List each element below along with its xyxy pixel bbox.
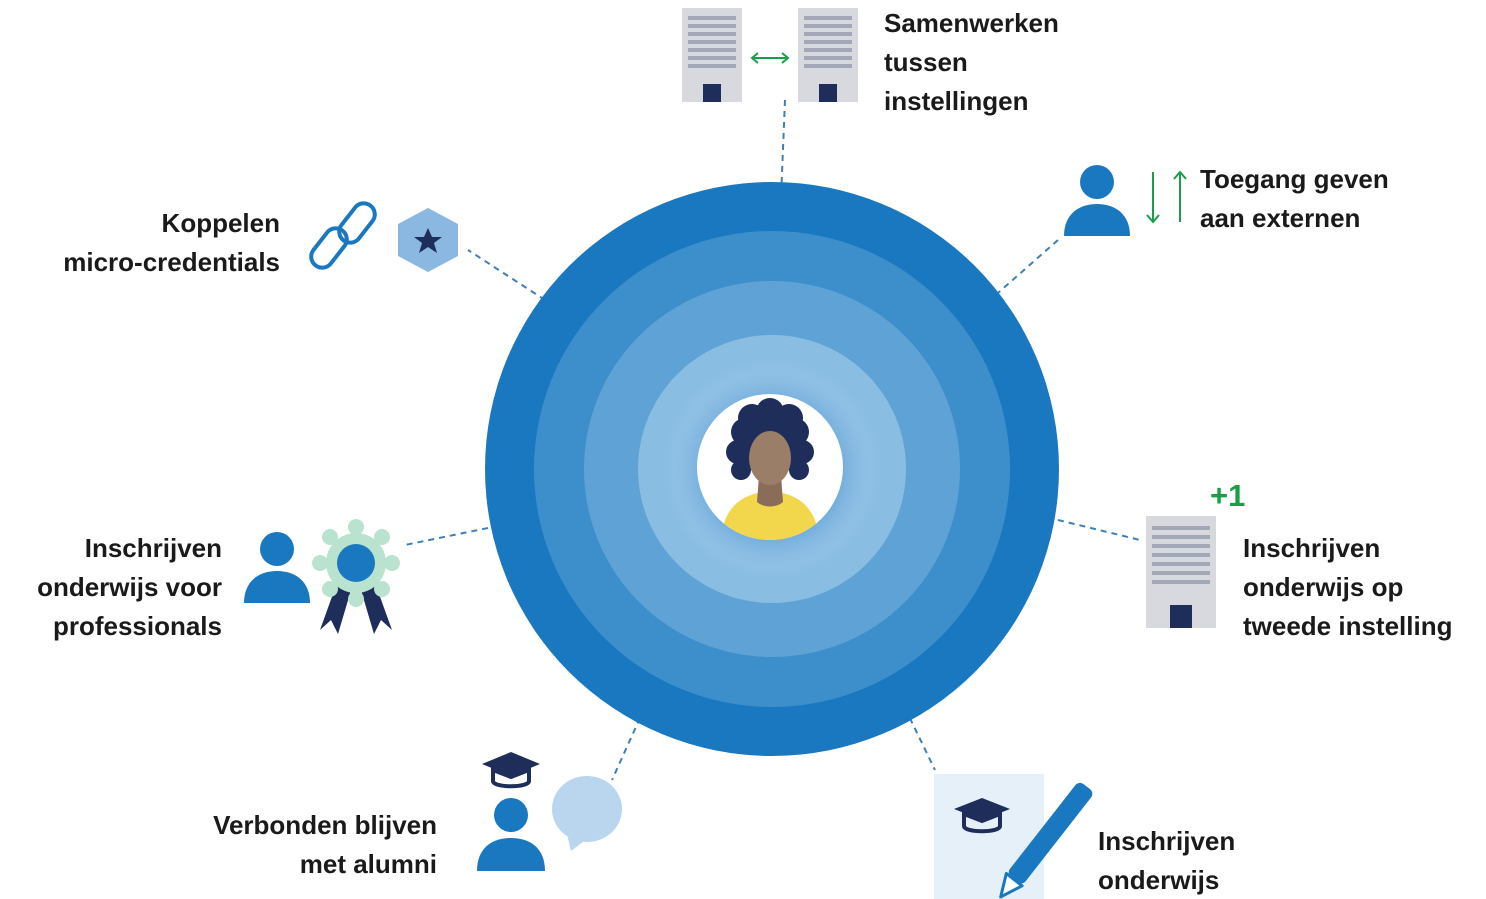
two-buildings-exchange-icon	[682, 8, 858, 102]
label-collaborate-line-3: instellingen	[884, 86, 1029, 116]
award-ribbon-icon	[312, 519, 400, 634]
connector-professionals	[404, 527, 489, 546]
chain-link-star-badge-icon	[309, 201, 458, 272]
connector-collaborate	[780, 99, 786, 199]
label-second-institution-line-3: tweede instelling	[1243, 611, 1453, 641]
label-enroll-education-line-2: onderwijs	[1098, 865, 1220, 895]
avatar-shirt	[720, 492, 820, 540]
label-second-institution: Inschrijven onderwijs op tweede instelli…	[1243, 529, 1453, 646]
person-up-down-arrows-icon	[1064, 165, 1187, 236]
label-micro-credentials: Koppelen micro-credentials	[63, 204, 280, 282]
label-external-access: Toegang geven aan externen	[1200, 160, 1389, 238]
label-professionals-line-3: professionals	[52, 611, 222, 641]
student-avatar	[697, 394, 843, 540]
label-collaborate: Samenwerken tussen instellingen	[884, 4, 1059, 121]
label-professionals-line-1: Inschrijven	[84, 533, 222, 563]
label-collaborate-line-1: Samenwerken	[884, 8, 1059, 38]
graduate-speech-bubble-icon	[477, 752, 622, 871]
hexagon-star-badge-icon	[398, 208, 458, 272]
chain-link-icon	[309, 201, 377, 270]
graduation-cap-icon	[482, 752, 540, 789]
connector-micro-credentials	[467, 249, 546, 301]
label-alumni-line-2: met alumni	[299, 849, 437, 879]
label-enroll-education: Inschrijven onderwijs	[1098, 822, 1235, 899]
pencil-icon	[999, 782, 1093, 899]
label-external-access-line-1: Toegang geven	[1200, 164, 1389, 194]
label-professionals-line-2: onderwijs voor	[37, 572, 222, 602]
label-micro-credentials-line-2: micro-credentials	[63, 247, 280, 277]
building-plus-icon	[1146, 516, 1216, 628]
double-arrow-icon	[750, 52, 790, 64]
speech-bubble-icon	[552, 776, 622, 851]
label-micro-credentials-line-1: Koppelen	[161, 208, 280, 238]
label-second-institution-line-1: Inschrijven	[1243, 533, 1381, 563]
connector-second-institution	[1057, 519, 1141, 541]
paper-pencil-graduation-icon	[934, 774, 1093, 899]
plus-one-badge: +1	[1210, 478, 1246, 513]
connector-external-access	[989, 239, 1059, 301]
label-professionals: Inschrijven onderwijs voor professionals	[37, 529, 222, 646]
connector-alumni	[611, 717, 641, 781]
person-award-icon	[244, 519, 400, 634]
label-enroll-education-line-1: Inschrijven	[1098, 826, 1236, 856]
label-second-institution-line-2: onderwijs op	[1243, 572, 1404, 602]
arrow-down-icon	[1146, 172, 1160, 224]
arrow-up-icon	[1173, 170, 1187, 222]
avatar-face	[749, 431, 791, 485]
label-alumni-line-1: Verbonden blijven	[213, 810, 437, 840]
label-alumni: Verbonden blijven met alumni	[213, 806, 437, 884]
graduation-cap-icon	[954, 798, 1010, 834]
label-external-access-line-2: aan externen	[1200, 203, 1361, 233]
label-collaborate-line-2: tussen	[884, 47, 968, 77]
